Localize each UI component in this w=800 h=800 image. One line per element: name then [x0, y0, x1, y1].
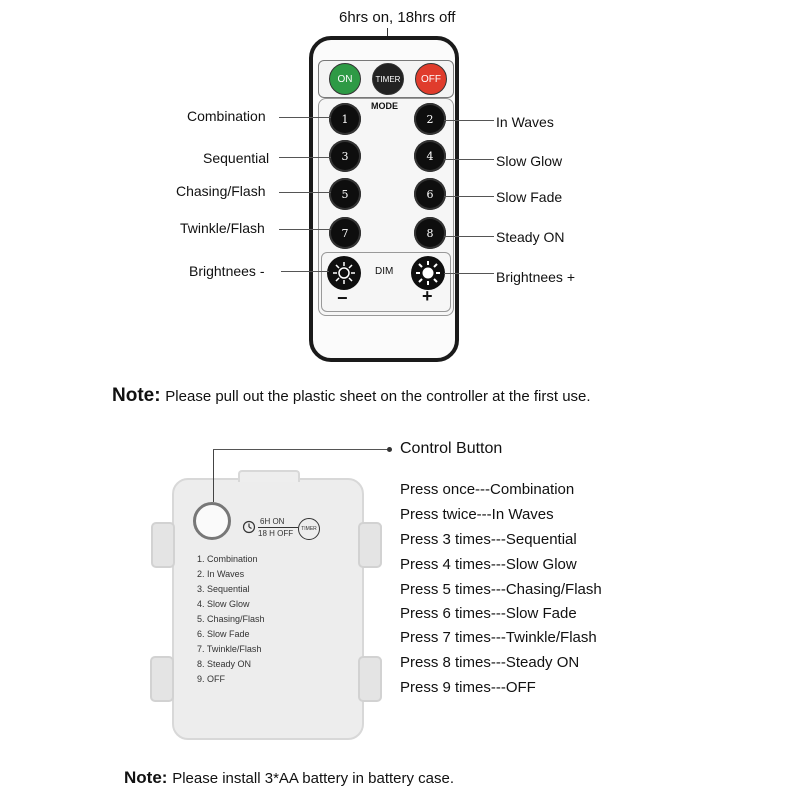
- mode-button-3[interactable]: 3: [329, 140, 361, 172]
- callout-combination: Combination: [187, 108, 266, 124]
- callout-steady-on: Steady ON: [496, 229, 565, 245]
- press-item: Press 5 times---Chasing/Flash: [400, 581, 602, 598]
- box-clip-left-bottom: [150, 656, 174, 702]
- control-leader-horizontal: [213, 449, 389, 450]
- callout-line: [279, 192, 331, 193]
- mode-button-2[interactable]: 2: [414, 103, 446, 135]
- mode-button-8[interactable]: 8: [414, 217, 446, 249]
- box-timer-badge-label: TIMER: [301, 526, 317, 532]
- box-timer-text-bottom: 18 H OFF: [258, 529, 294, 538]
- control-leader-vertical: [213, 449, 214, 502]
- on-button-label: ON: [337, 73, 353, 85]
- callout-line: [444, 273, 494, 274]
- box-mode-item: 6. Slow Fade: [197, 629, 250, 639]
- box-mode-item: 8. Steady ON: [197, 659, 252, 669]
- box-clip-right-bottom: [358, 656, 382, 702]
- brightness-down-button[interactable]: [327, 256, 361, 290]
- mode-label: MODE: [371, 101, 398, 111]
- mode-button-3-label: 3: [341, 149, 349, 163]
- box-mode-item: 9. OFF: [197, 674, 226, 684]
- note-prefix: Note:: [112, 385, 161, 406]
- callout-slow-glow: Slow Glow: [496, 153, 563, 169]
- box-timer-badge: TIMER: [298, 518, 320, 540]
- control-leader-dot: [387, 447, 392, 452]
- note-prefix: Note:: [124, 768, 168, 787]
- callout-slow-fade: Slow Fade: [496, 189, 563, 205]
- box-mode-item: 3. Sequential: [197, 584, 250, 594]
- mode-button-1-label: 1: [341, 112, 349, 126]
- box-timer-text-top: 6H ON: [260, 517, 285, 526]
- mode-button-5-label: 5: [341, 187, 349, 201]
- control-button-label: Control Button: [400, 440, 503, 457]
- callout-line: [444, 196, 494, 197]
- callout-in-waves: In Waves: [496, 114, 554, 130]
- box-mode-item: 5. Chasing/Flash: [197, 614, 265, 624]
- callout-line: [279, 117, 331, 118]
- control-button[interactable]: [193, 502, 231, 540]
- callout-chasing-flash: Chasing/Flash: [176, 183, 266, 199]
- mode-button-7-label: 7: [341, 226, 349, 240]
- sun-small-icon: [333, 262, 355, 284]
- press-item: Press once---Combination: [400, 481, 575, 498]
- press-item: Press 6 times---Slow Fade: [400, 605, 577, 622]
- note-plastic-sheet: Note: Please pull out the plastic sheet …: [112, 385, 591, 407]
- mode-button-8-label: 8: [426, 226, 434, 240]
- callout-line: [279, 229, 331, 230]
- mode-button-1[interactable]: 1: [329, 103, 361, 135]
- mode-button-4-label: 4: [426, 149, 434, 163]
- callout-line: [279, 157, 331, 158]
- brightness-up-button[interactable]: [411, 256, 445, 290]
- timer-button[interactable]: TIMER: [372, 63, 404, 95]
- sun-large-icon: [416, 261, 440, 285]
- off-button[interactable]: OFF: [415, 63, 447, 95]
- mode-button-6[interactable]: 6: [414, 178, 446, 210]
- mode-button-4[interactable]: 4: [414, 140, 446, 172]
- mode-button-5[interactable]: 5: [329, 178, 361, 210]
- box-mode-item: 7. Twinkle/Flash: [197, 644, 262, 654]
- note-text: Please pull out the plastic sheet on the…: [165, 388, 591, 405]
- press-item: Press 3 times---Sequential: [400, 531, 577, 548]
- mode-button-6-label: 6: [426, 187, 434, 201]
- callout-brightness-plus: Brightnees +: [496, 269, 575, 285]
- box-mode-item: 4. Slow Glow: [197, 599, 250, 609]
- note-text: Please install 3*AA battery in battery c…: [172, 770, 455, 787]
- clock-icon: [242, 520, 256, 534]
- dim-panel: [321, 252, 451, 312]
- dim-label: DIM: [375, 266, 394, 277]
- press-item: Press 9 times---OFF: [400, 679, 536, 696]
- box-top-ridge: [238, 470, 300, 482]
- callout-line: [444, 120, 494, 121]
- press-item: Press 7 times---Twinkle/Flash: [400, 629, 597, 646]
- plus-sign: +: [422, 286, 433, 306]
- box-mode-item: 1. Combination: [197, 554, 258, 564]
- callout-sequential: Sequential: [203, 150, 270, 166]
- mode-button-2-label: 2: [426, 112, 434, 126]
- press-item: Press 8 times---Steady ON: [400, 654, 580, 671]
- box-timer-divider: [258, 527, 298, 528]
- callout-line: [281, 271, 329, 272]
- callout-line: [444, 236, 494, 237]
- callout-twinkle-flash: Twinkle/Flash: [180, 220, 265, 236]
- timer-caption: 6hrs on, 18hrs off: [339, 9, 456, 26]
- box-mode-item: 2. In Waves: [197, 569, 245, 579]
- on-button[interactable]: ON: [329, 63, 361, 95]
- box-clip-left-top: [151, 522, 175, 568]
- callout-brightness-minus: Brightnees -: [189, 263, 265, 279]
- box-clip-right-top: [358, 522, 382, 568]
- callout-line: [444, 159, 494, 160]
- box-mode-list: 1. Combination 2. In Waves 3. Sequential…: [197, 552, 265, 687]
- minus-sign: −: [337, 288, 348, 308]
- press-item: Press twice---In Waves: [400, 506, 554, 523]
- press-item: Press 4 times---Slow Glow: [400, 556, 577, 573]
- off-button-label: OFF: [421, 73, 441, 85]
- mode-button-7[interactable]: 7: [329, 217, 361, 249]
- timer-button-label: TIMER: [375, 74, 401, 84]
- note-battery: Note: Please install 3*AA battery in bat…: [124, 768, 454, 788]
